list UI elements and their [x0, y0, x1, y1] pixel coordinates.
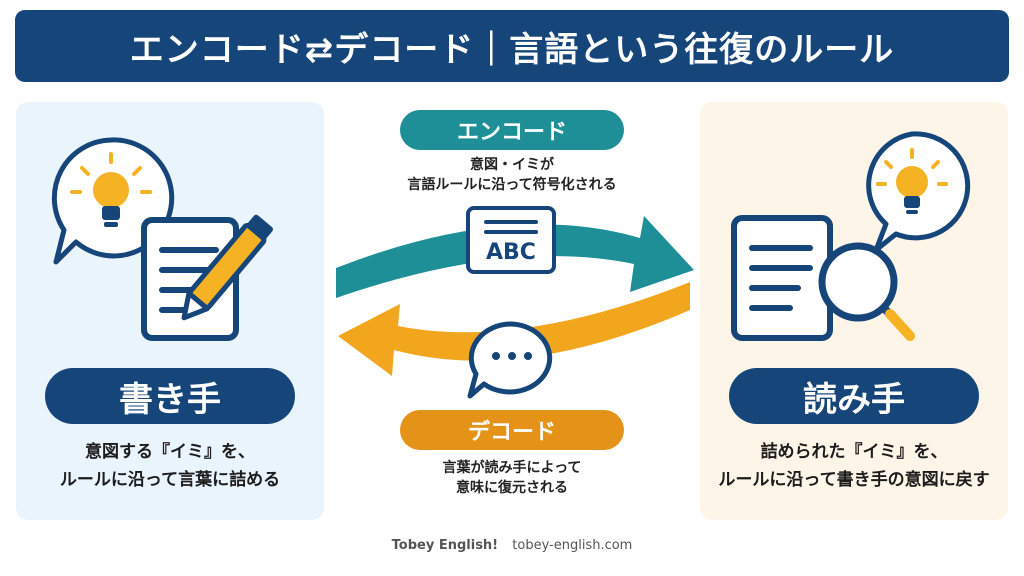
encode-desc-line1: 意図・イミが	[470, 157, 554, 173]
reader-desc-line1: 詰められた『イミ』を、	[760, 442, 948, 462]
writer-label: 書き手	[45, 368, 295, 424]
page-title: エンコード⇄デコード｜言語という往復のルール	[15, 10, 1009, 82]
decode-desc-line1: 言葉が読み手によって	[442, 460, 582, 476]
chat-bubble-icon	[467, 321, 553, 399]
decode-arrow	[338, 282, 690, 376]
encode-label: エンコード	[400, 110, 624, 150]
reader-panel: 読み手 詰められた『イミ』を、 ルールに沿って書き手の意図に戻す	[700, 102, 1008, 520]
footer: Tobey English! tobey-english.com	[0, 538, 1024, 553]
writer-illustration	[51, 137, 273, 341]
pencil-icon	[181, 214, 273, 321]
footer-url[interactable]: tobey-english.com	[512, 538, 633, 553]
encode-desc-line2: 言語ルールに沿って符号化される	[407, 177, 617, 193]
document-icon	[731, 215, 833, 341]
decode-desc-line2: 意味に復元される	[456, 480, 568, 496]
decode-label: デコード	[400, 410, 624, 450]
lightbulb-bubble-icon	[866, 131, 971, 253]
footer-brand: Tobey English!	[391, 538, 499, 553]
writer-desc-line2: ルールに沿って言葉に詰める	[59, 470, 281, 490]
writer-panel: 書き手 意図する『イミ』を、 ルールに沿って言葉に詰める	[16, 102, 324, 520]
magnifier-icon	[818, 242, 915, 341]
reader-label: 読み手	[729, 368, 979, 424]
reader-desc-line2: ルールに沿って書き手の意図に戻す	[718, 470, 990, 490]
reader-illustration	[731, 131, 971, 341]
writer-desc-line1: 意図する『イミ』を、	[85, 442, 255, 462]
encoded-document-text: ABC	[486, 240, 536, 265]
